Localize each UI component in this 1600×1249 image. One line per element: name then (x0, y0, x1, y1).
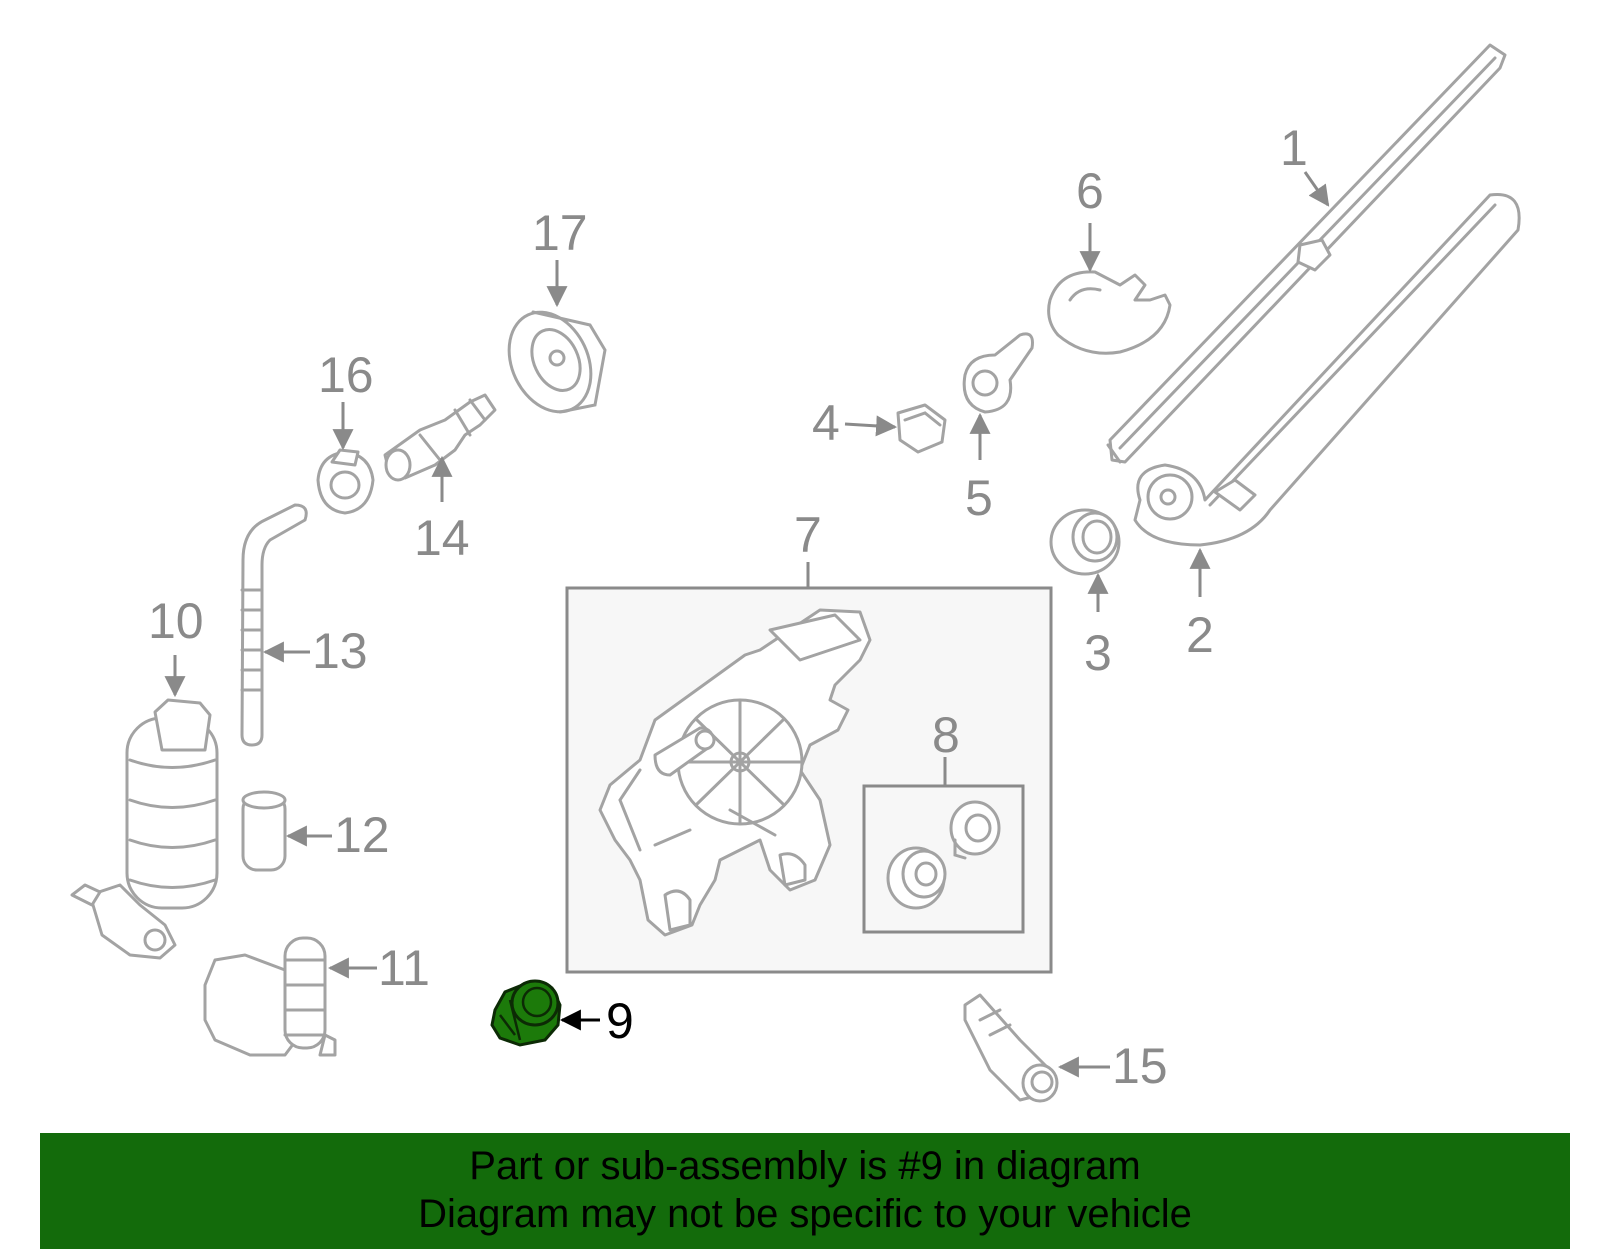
callout-9: 9 (606, 993, 634, 1049)
banner-line-1: Part or sub-assembly is #9 in diagram (469, 1144, 1141, 1188)
part-14-connector[interactable] (383, 393, 497, 482)
callout-14: 14 (414, 510, 470, 566)
part-16-clamp[interactable] (316, 448, 375, 515)
callout-16: 16 (318, 347, 374, 403)
callout-6: 6 (1076, 163, 1104, 219)
part-5-cap[interactable] (962, 332, 1034, 414)
callout-10: 10 (148, 593, 204, 649)
callout-7: 7 (794, 507, 822, 563)
callout-12: 12 (334, 807, 390, 863)
callout-3: 3 (1084, 625, 1112, 681)
part-2-wiper-arm[interactable] (1133, 192, 1521, 547)
callout-5: 5 (965, 470, 993, 526)
part-1-wiper-blade[interactable] (1106, 43, 1507, 464)
banner-line-2: Diagram may not be specific to your vehi… (418, 1192, 1192, 1236)
part-15-spray-nozzle[interactable] (963, 993, 1059, 1103)
callout-15: 15 (1112, 1038, 1168, 1094)
part-9-nut-highlighted[interactable] (490, 979, 562, 1047)
part-11-pump-motor[interactable] (203, 936, 337, 1057)
leader-arrows (164, 171, 1330, 1078)
part-8-bushing-kit-box[interactable] (862, 784, 1025, 934)
info-banner: Part or sub-assembly is #9 in diagram Di… (40, 1133, 1570, 1249)
part-4-nut[interactable] (896, 403, 947, 454)
part-6-cover[interactable] (1047, 270, 1172, 355)
callout-2: 2 (1186, 607, 1214, 663)
callout-8: 8 (932, 707, 960, 763)
part-3-grommet[interactable] (1049, 508, 1121, 576)
callout-17: 17 (532, 205, 588, 261)
callout-13: 13 (312, 623, 368, 679)
callout-4: 4 (812, 395, 840, 451)
part-12-seal[interactable] (241, 790, 287, 872)
part-10-washer-pump[interactable] (70, 698, 219, 960)
part-13-hose[interactable] (240, 503, 308, 747)
part-17-cap[interactable] (494, 299, 607, 425)
callout-labels: 1 2 3 4 5 6 7 8 9 10 11 12 13 14 15 16 1… (148, 120, 1308, 1094)
callout-11: 11 (378, 940, 430, 996)
callout-1: 1 (1280, 120, 1308, 176)
